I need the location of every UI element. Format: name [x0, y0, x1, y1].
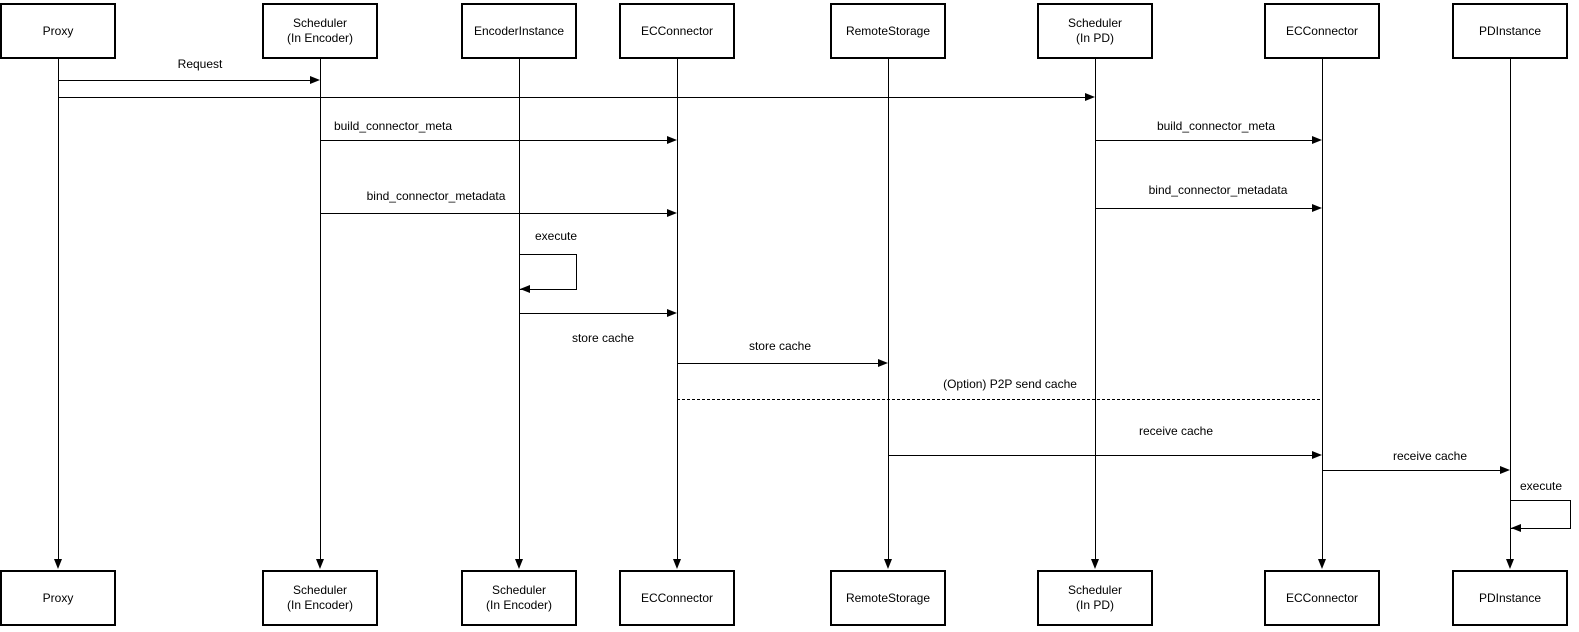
- message-arrowhead-receive-cache-to-pdinstance: [1500, 466, 1510, 475]
- actor-bottom-label-scheduler-in-pd: Scheduler (In PD): [1067, 583, 1123, 612]
- lifeline-end-arrow-scheduler-in-pd: [1091, 559, 1100, 569]
- actor-top-remote-storage: RemoteStorage: [830, 3, 946, 59]
- lifeline-ec-connector-pd: [1322, 59, 1323, 559]
- message-receive-cache-to-pdinstance: [1322, 470, 1501, 471]
- actor-top-label-proxy: Proxy: [42, 23, 74, 38]
- message-request-forward-to-pd: [58, 97, 1086, 98]
- actor-top-label-encoder-instance: EncoderInstance: [473, 23, 565, 38]
- actor-top-ec-connector-encoder: ECConnector: [619, 3, 735, 59]
- lifeline-proxy: [58, 59, 59, 559]
- message-arrowhead-build-connector-meta-pd: [1312, 136, 1322, 145]
- self-message-execute-pd-instance: [1510, 500, 1571, 529]
- message-label-p2p-send-cache: (Option) P2P send cache: [941, 377, 1079, 391]
- message-label-bind-connector-metadata-pd: bind_connector_metadata: [1146, 183, 1290, 197]
- self-message-label-execute-encoder-instance: execute: [532, 229, 580, 243]
- lifeline-end-arrow-scheduler-in-encoder: [316, 559, 325, 569]
- actor-top-label-scheduler-in-encoder: Scheduler (In Encoder): [286, 16, 354, 45]
- message-label-receive-cache-to-ecconnector: receive cache: [1136, 424, 1216, 438]
- message-store-cache-to-ecconnector: [519, 313, 668, 314]
- message-arrowhead-bind-connector-metadata-encoder: [667, 209, 677, 218]
- actor-bottom-pd-instance: PDInstance: [1452, 570, 1568, 626]
- actor-bottom-label-ec-connector-pd: ECConnector: [1285, 590, 1359, 605]
- lifeline-encoder-instance: [519, 59, 520, 559]
- self-message-arrowhead-execute-encoder-instance: [520, 285, 530, 293]
- actor-bottom-scheduler-in-encoder: Scheduler (In Encoder): [262, 570, 378, 626]
- lifeline-end-arrow-ec-connector-encoder: [673, 559, 682, 569]
- self-message-label-execute-pd-instance: execute: [1517, 479, 1565, 493]
- actor-bottom-label-proxy: Proxy: [42, 590, 74, 605]
- actor-top-ec-connector-pd: ECConnector: [1264, 3, 1380, 59]
- message-arrowhead-receive-cache-to-ecconnector: [1312, 451, 1322, 460]
- lifeline-scheduler-in-encoder: [320, 59, 321, 559]
- lifeline-end-arrow-ec-connector-pd: [1318, 559, 1327, 569]
- lifeline-pd-instance: [1510, 59, 1511, 559]
- actor-bottom-remote-storage: RemoteStorage: [830, 570, 946, 626]
- message-arrowhead-store-cache-to-remotestorage: [878, 359, 888, 368]
- message-label-build-connector-meta-pd: build_connector_meta: [1154, 119, 1278, 133]
- message-label-build-connector-meta-encoder: build_connector_meta: [331, 119, 455, 133]
- message-p2p-send-cache: [677, 399, 1320, 400]
- message-arrowhead-bind-connector-metadata-pd: [1312, 204, 1322, 213]
- actor-top-encoder-instance: EncoderInstance: [461, 3, 577, 59]
- message-label-store-cache-to-remotestorage: store cache: [746, 339, 814, 353]
- actor-bottom-label-remote-storage: RemoteStorage: [845, 590, 931, 605]
- message-label-store-cache-to-ecconnector: store cache: [569, 331, 637, 345]
- message-label-bind-connector-metadata-encoder: bind_connector_metadata: [364, 189, 508, 203]
- message-store-cache-to-remotestorage: [677, 363, 879, 364]
- lifeline-ec-connector-encoder: [677, 59, 678, 559]
- message-build-connector-meta-encoder: [320, 140, 668, 141]
- message-arrowhead-request-forward-to-pd: [1085, 93, 1095, 102]
- actor-top-proxy: Proxy: [0, 3, 116, 59]
- actor-top-label-scheduler-in-pd: Scheduler (In PD): [1067, 16, 1123, 45]
- message-bind-connector-metadata-pd: [1095, 208, 1313, 209]
- message-receive-cache-to-ecconnector: [888, 455, 1313, 456]
- actor-bottom-label-ec-connector-encoder: ECConnector: [640, 590, 714, 605]
- actor-bottom-label-scheduler-in-encoder: Scheduler (In Encoder): [286, 583, 354, 612]
- actor-bottom-scheduler-in-pd: Scheduler (In PD): [1037, 570, 1153, 626]
- actor-bottom-ec-connector-pd: ECConnector: [1264, 570, 1380, 626]
- actor-top-label-remote-storage: RemoteStorage: [845, 23, 931, 38]
- actor-bottom-label-pd-instance: PDInstance: [1478, 590, 1542, 605]
- actor-top-scheduler-in-encoder: Scheduler (In Encoder): [262, 3, 378, 59]
- lifeline-scheduler-in-pd: [1095, 59, 1096, 559]
- actor-bottom-label-encoder-instance: Scheduler (In Encoder): [485, 583, 553, 612]
- actor-top-label-pd-instance: PDInstance: [1478, 23, 1542, 38]
- message-build-connector-meta-pd: [1095, 140, 1313, 141]
- message-arrowhead-request: [310, 76, 320, 85]
- actor-bottom-ec-connector-encoder: ECConnector: [619, 570, 735, 626]
- actor-top-scheduler-in-pd: Scheduler (In PD): [1037, 3, 1153, 59]
- lifeline-end-arrow-encoder-instance: [515, 559, 524, 569]
- message-arrowhead-store-cache-to-ecconnector: [667, 309, 677, 318]
- lifeline-end-arrow-proxy: [54, 559, 63, 569]
- actor-top-label-ec-connector-pd: ECConnector: [1285, 23, 1359, 38]
- lifeline-remote-storage: [888, 59, 889, 559]
- actor-bottom-encoder-instance: Scheduler (In Encoder): [461, 570, 577, 626]
- actor-top-pd-instance: PDInstance: [1452, 3, 1568, 59]
- message-request: [58, 80, 311, 81]
- message-label-request: Request: [175, 57, 225, 71]
- lifeline-end-arrow-remote-storage: [884, 559, 893, 569]
- actor-top-label-ec-connector-encoder: ECConnector: [640, 23, 714, 38]
- actor-bottom-proxy: Proxy: [0, 570, 116, 626]
- message-bind-connector-metadata-encoder: [320, 213, 668, 214]
- lifeline-end-arrow-pd-instance: [1506, 559, 1515, 569]
- message-arrowhead-build-connector-meta-encoder: [667, 136, 677, 145]
- self-message-execute-encoder-instance: [519, 254, 577, 290]
- message-label-receive-cache-to-pdinstance: receive cache: [1390, 449, 1470, 463]
- self-message-arrowhead-execute-pd-instance: [1511, 524, 1521, 532]
